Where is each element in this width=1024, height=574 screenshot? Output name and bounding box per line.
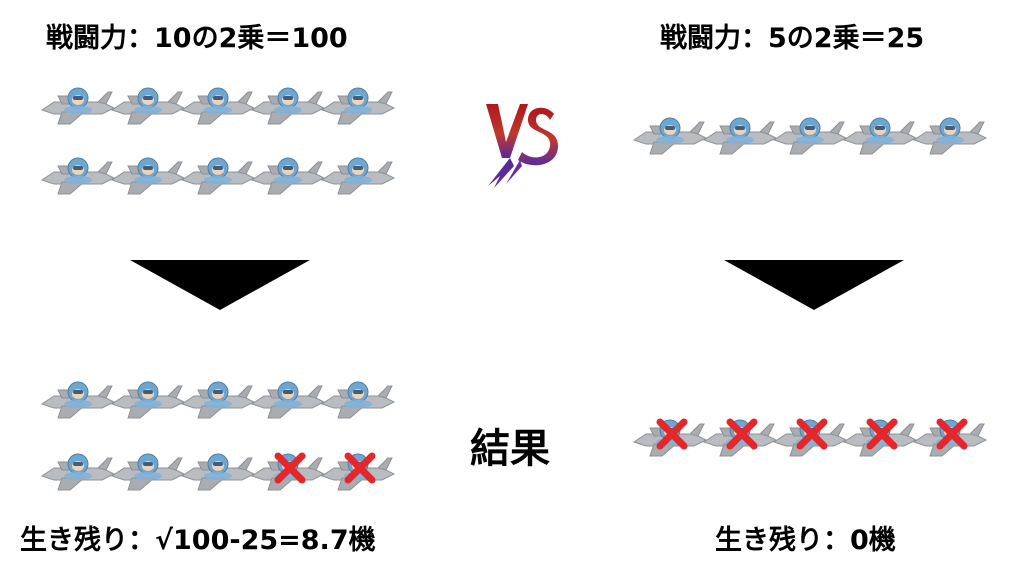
fighter-jet-icon: [180, 446, 256, 492]
fighter-jet-icon: [40, 80, 116, 126]
result-label: 結果: [470, 426, 550, 472]
cross-mark-icon: [936, 418, 968, 450]
fighter-jet-icon: [320, 150, 396, 196]
fighter-jet-icon: [702, 110, 778, 156]
fighter-jet-icon: [772, 110, 848, 156]
cross-mark-icon: [726, 418, 758, 450]
vs-icon: [480, 96, 560, 190]
fighter-jet-icon: [320, 374, 396, 420]
fighter-jet-icon: [632, 110, 708, 156]
right-power-title: 戦闘力：5の2乗＝25: [660, 23, 925, 54]
left-down-arrow: [130, 260, 310, 310]
right-down-arrow: [724, 260, 904, 310]
fighter-jet-icon: [40, 446, 116, 492]
fighter-jet-icon: [912, 110, 988, 156]
fighter-jet-icon: [250, 150, 326, 196]
left-power-title: 戦闘力：10の2乗＝100: [46, 23, 348, 54]
fighter-jet-icon: [320, 80, 396, 126]
fighter-jet-icon: [250, 374, 326, 420]
cross-mark-icon: [656, 418, 688, 450]
left-survivors-label: 生き残り：√100-25=8.7機: [20, 525, 376, 556]
fighter-jet-icon: [110, 446, 186, 492]
fighter-jet-icon: [110, 80, 186, 126]
cross-mark-icon: [344, 452, 376, 484]
fighter-jet-icon: [110, 150, 186, 196]
cross-mark-icon: [274, 452, 306, 484]
fighter-jet-icon: [40, 150, 116, 196]
fighter-jet-icon: [842, 110, 918, 156]
fighter-jet-icon: [40, 374, 116, 420]
fighter-jet-icon: [180, 150, 256, 196]
cross-mark-icon: [866, 418, 898, 450]
fighter-jet-icon: [110, 374, 186, 420]
fighter-jet-icon: [250, 80, 326, 126]
cross-mark-icon: [796, 418, 828, 450]
fighter-jet-icon: [180, 80, 256, 126]
right-survivors-label: 生き残り：0機: [715, 525, 896, 556]
fighter-jet-icon: [180, 374, 256, 420]
